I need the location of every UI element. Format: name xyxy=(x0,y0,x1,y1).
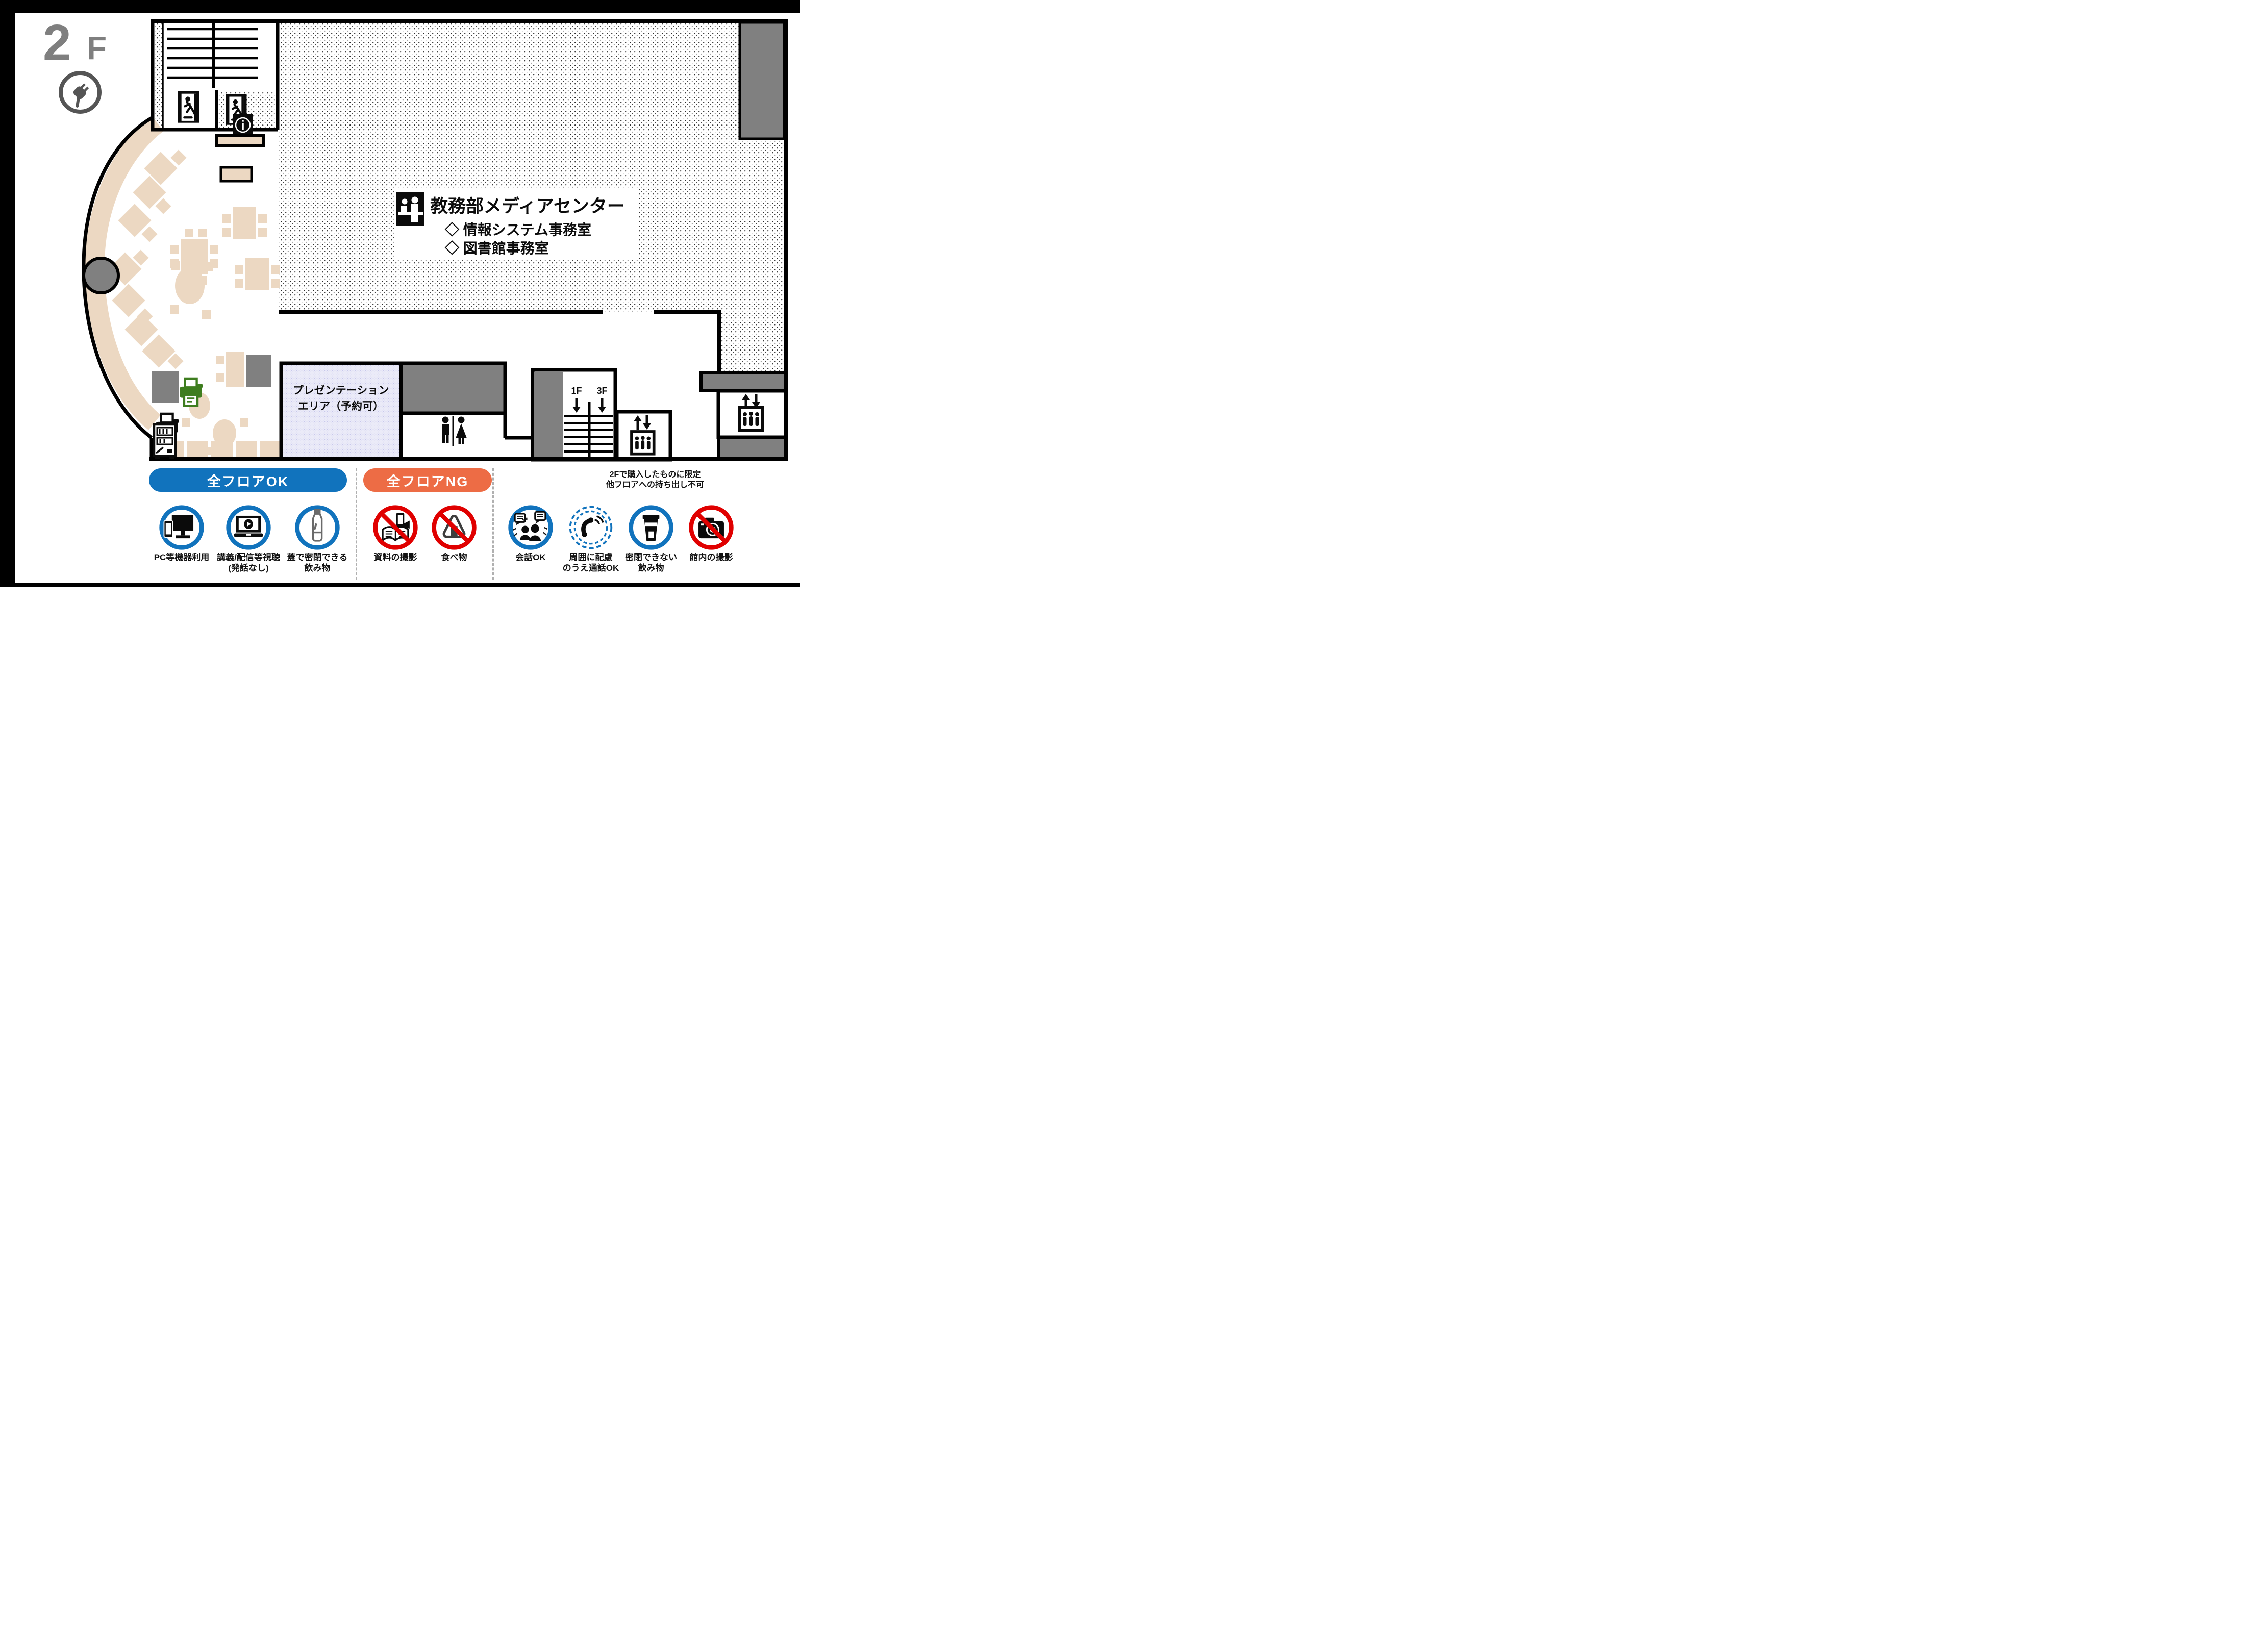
floor-map-page: 1F 3F xyxy=(0,0,800,587)
info-desk: i xyxy=(215,114,265,183)
media-center-title: 教務部メディアセンター xyxy=(430,196,625,216)
stairs-1f-label: 1F xyxy=(571,386,582,396)
presentation-label-2: エリア（予約可） xyxy=(298,400,384,412)
central-stairwell: 1F 3F xyxy=(531,368,617,462)
capped-bottle-icon xyxy=(295,505,340,550)
structural-blocks xyxy=(82,21,786,403)
pillar xyxy=(82,257,120,294)
legend-label: 蓋で密閉できる飲み物 xyxy=(287,553,348,573)
2f-purchase-note: 2Fで購入したものに限定 他フロアへの持ち出し不可 xyxy=(606,470,704,489)
legend-label: 資料の撮影 xyxy=(373,553,417,562)
all-floors-ng-badge: 全フロアNG xyxy=(363,468,492,492)
floor-number: 2 xyxy=(43,14,71,71)
no-food-icon xyxy=(432,505,477,550)
devices-icon xyxy=(159,505,204,550)
media-center-item: ◇ 図書館事務室 xyxy=(444,240,549,256)
presentation-area xyxy=(279,361,403,461)
legend-divider xyxy=(492,468,494,580)
restroom xyxy=(442,416,467,446)
exit-door-icon xyxy=(178,91,199,123)
media-center-label: 教務部メディアセンター ◇ 情報システム事務室 ◇ 図書館事務室 xyxy=(394,188,638,259)
svg-text:i: i xyxy=(241,118,244,133)
legend-label: PC等機器利用 xyxy=(154,553,210,562)
legend-label: 講義/配信等視聴(発話なし) xyxy=(217,553,280,573)
power-plug-icon xyxy=(59,71,102,114)
conversation-ok-icon xyxy=(508,505,553,550)
legend-label: 館内の撮影 xyxy=(689,553,733,562)
elevator-right xyxy=(699,371,788,461)
elevator-left xyxy=(615,410,672,462)
legend-label: 周囲に配慮のうえ通話OK xyxy=(562,553,619,573)
stairs-top-left xyxy=(167,22,258,88)
floor-letter: F xyxy=(87,30,107,66)
legend-label: 会話OK xyxy=(515,553,546,562)
frame-top xyxy=(0,0,800,13)
service-block xyxy=(399,361,507,415)
phone-call-ok-icon xyxy=(569,506,613,549)
walls xyxy=(149,19,788,461)
legend-label: 密閉できない飲み物 xyxy=(625,553,677,573)
legend-label: 食べ物 xyxy=(441,553,467,562)
restroom-divider xyxy=(452,416,454,446)
all-floors-ok-badge: 全フロアOK xyxy=(149,468,347,492)
media-center-item: ◇ 情報システム事務室 xyxy=(444,221,591,238)
frame-left xyxy=(0,0,15,587)
no-material-photo-icon xyxy=(373,505,418,550)
vending-machine-icon xyxy=(153,423,177,459)
info-icon xyxy=(235,117,251,133)
media-center-zone xyxy=(155,22,784,372)
presentation-label-1: プレゼンテーション xyxy=(293,384,389,396)
reception-desk-icon xyxy=(396,192,424,226)
open-drink-icon xyxy=(629,505,673,550)
frame-bottom xyxy=(0,583,800,587)
floor-plan: 1F 3F xyxy=(43,14,788,462)
down-arrow-icon xyxy=(598,398,606,413)
down-arrow-icon xyxy=(572,398,581,413)
stairs-3f-label: 3F xyxy=(596,386,607,396)
legend-divider xyxy=(356,468,357,580)
no-indoor-photo-icon xyxy=(689,505,734,550)
lecture-stream-icon xyxy=(226,505,271,550)
